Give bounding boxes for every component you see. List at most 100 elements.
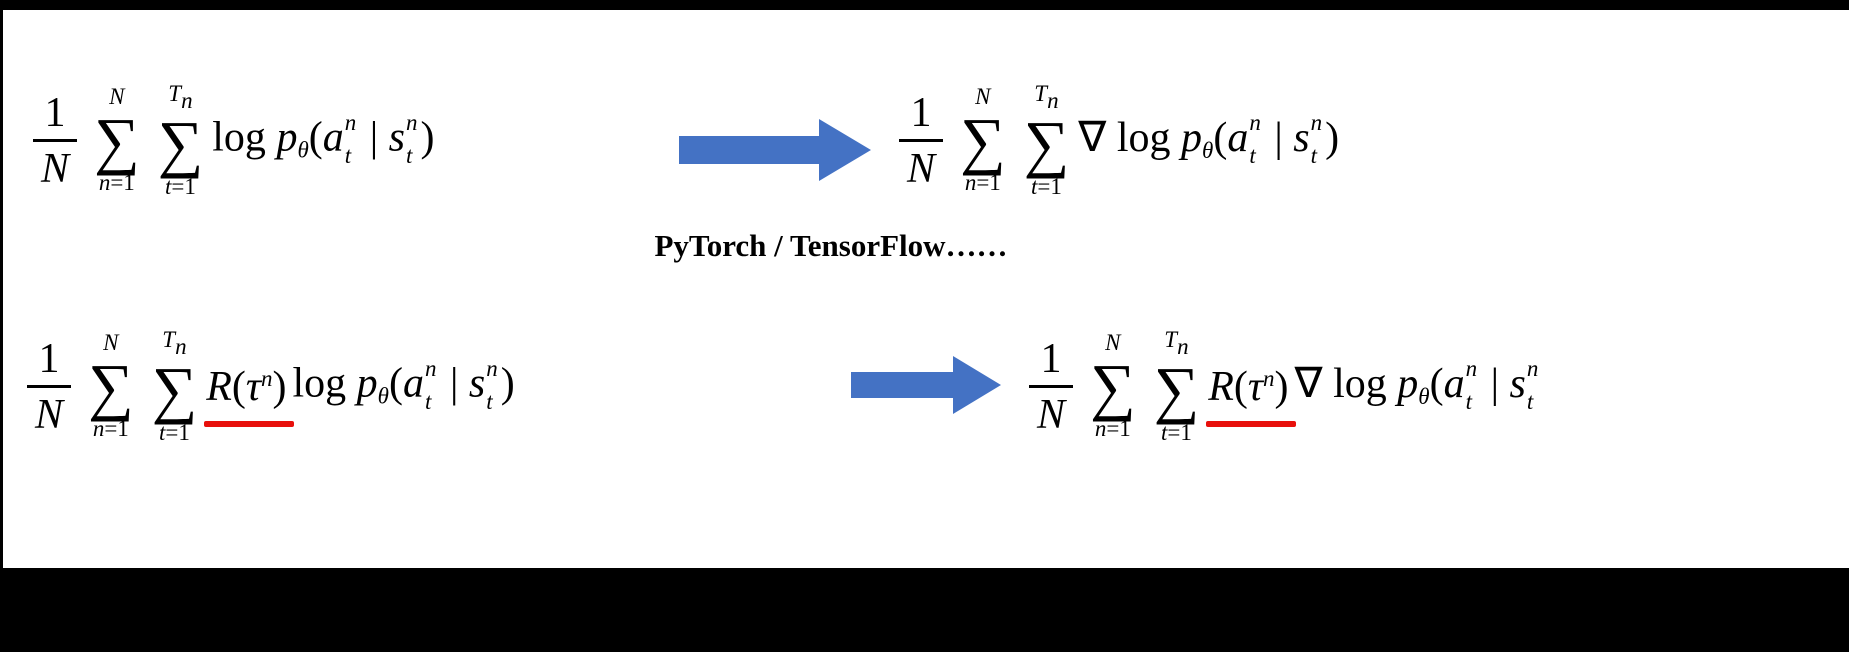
- subscript: t: [1310, 143, 1318, 169]
- math-run: =1: [976, 170, 1001, 196]
- upper-limit: N: [975, 84, 990, 110]
- subscript: n: [1177, 333, 1189, 359]
- upper-limit: Tn: [1034, 81, 1058, 114]
- superscript: n: [1262, 365, 1275, 391]
- math-run: =1: [1167, 419, 1192, 445]
- superscript: n: [486, 355, 498, 381]
- math-run: p: [276, 114, 298, 161]
- math-run: (: [1213, 115, 1228, 161]
- denominator: N: [899, 138, 944, 192]
- math-run: |: [359, 114, 389, 161]
- math-run: p: [1397, 361, 1419, 407]
- lower-limit: t=1: [1161, 420, 1192, 446]
- upper-limit: Tn: [168, 81, 192, 114]
- math-run: τ: [1247, 363, 1263, 410]
- subscript: θ: [377, 383, 389, 409]
- math-run: log: [1322, 361, 1398, 407]
- math-run: a: [402, 360, 424, 407]
- upper-limit: N: [103, 330, 118, 356]
- reward-term: R(τn): [1206, 363, 1297, 427]
- lower-limit: t=1: [165, 174, 196, 200]
- lower-limit: t=1: [159, 420, 190, 446]
- subscript: t: [344, 142, 352, 168]
- lower-limit: n=1: [965, 170, 1001, 196]
- math-run: n: [98, 170, 111, 196]
- sigma-icon: ∑: [1090, 350, 1136, 422]
- math-run: 1: [38, 335, 60, 382]
- superscript: n: [406, 109, 418, 135]
- subscript: n: [1047, 87, 1059, 113]
- subscript: n: [181, 87, 193, 113]
- math-run: log: [1106, 115, 1182, 161]
- math-run: =1: [165, 419, 190, 445]
- right-arrow-icon: [851, 356, 1001, 414]
- summation: N∑n=1: [960, 83, 1006, 197]
- math-run: N: [907, 145, 936, 192]
- upper-limit: Tn: [162, 327, 186, 360]
- math-run: p: [356, 360, 378, 407]
- math-run: ): [272, 363, 287, 410]
- math-run: ): [500, 360, 515, 407]
- upper-limit: N: [109, 84, 124, 110]
- math-run: s: [1509, 361, 1526, 407]
- lower-limit: n=1: [99, 170, 135, 196]
- math-run: a: [1227, 115, 1249, 161]
- block-arrow-right-top: [679, 119, 871, 181]
- math-run: N: [103, 330, 119, 356]
- math-run: p: [1181, 115, 1203, 161]
- math-run: =1: [110, 170, 135, 196]
- superscript: n: [1465, 356, 1478, 382]
- denominator: N: [33, 138, 78, 190]
- math-run: (: [388, 360, 403, 407]
- superscript: n: [1249, 110, 1261, 136]
- superscript: n: [1526, 356, 1539, 382]
- block-arrow-right-bottom: [851, 356, 1001, 414]
- subscript: t: [424, 388, 432, 414]
- math-run: log: [292, 360, 357, 407]
- math-run: ): [1325, 115, 1340, 161]
- math-run: (: [1233, 363, 1248, 410]
- subscript: t: [1465, 389, 1472, 415]
- math-run: |: [439, 360, 469, 407]
- math-run: N: [1037, 391, 1066, 438]
- math-run: t: [1031, 173, 1038, 199]
- math-run: N: [35, 391, 64, 438]
- subscript: θ: [1418, 383, 1430, 409]
- denominator: N: [27, 384, 72, 438]
- math-run: t: [165, 173, 172, 199]
- subscript: n: [175, 333, 187, 359]
- math-run: 1: [910, 89, 932, 136]
- math-run: =1: [1037, 173, 1062, 199]
- subscript: θ: [1202, 137, 1214, 163]
- top-black-bar: [0, 0, 1849, 10]
- superscript: n: [1310, 110, 1323, 136]
- math-run: ∇: [1294, 361, 1323, 407]
- math-run: T: [162, 327, 176, 352]
- subscript: t: [406, 142, 413, 168]
- math-run: =1: [171, 173, 196, 199]
- subscript: θ: [297, 137, 309, 163]
- math-run: n: [92, 416, 105, 442]
- math-run: (: [231, 363, 246, 410]
- summation: N∑n=1: [1090, 329, 1136, 443]
- math-run: ): [420, 114, 435, 161]
- superscript: n: [260, 365, 273, 391]
- math-run: log: [212, 114, 277, 161]
- sigma-icon: ∑: [94, 104, 140, 176]
- summation: Tn∑t=1: [1024, 80, 1070, 201]
- sigma-icon: ∑: [1023, 108, 1070, 180]
- numerator: 1: [899, 92, 943, 139]
